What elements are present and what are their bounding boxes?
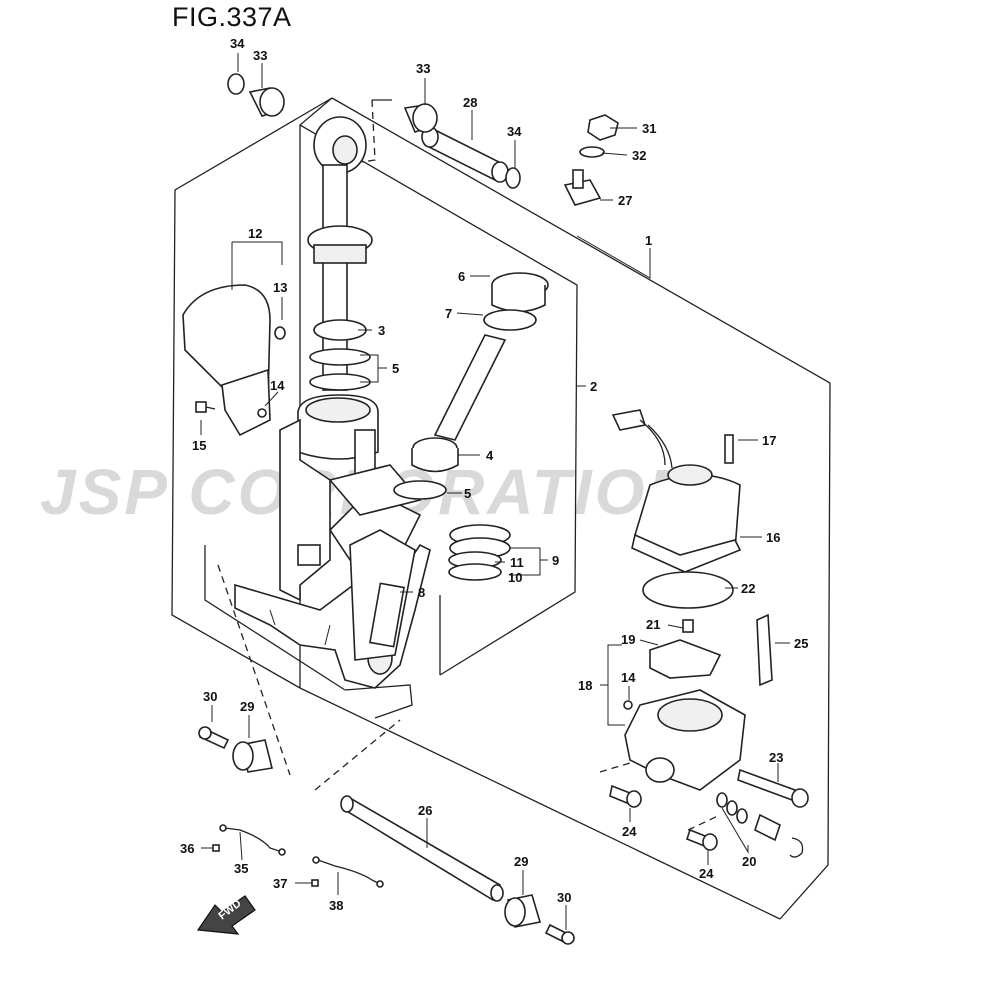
ground-wire-38 — [311, 856, 384, 888]
callout-8: 8 — [418, 585, 425, 600]
tilt-rod-cylinder — [279, 116, 379, 602]
callout-29a: 29 — [240, 699, 254, 714]
callout-26: 26 — [418, 803, 432, 818]
callout-19: 19 — [621, 632, 635, 647]
callout-labels: 34 33 33 28 34 31 32 27 1 12 13 14 15 3 … — [180, 36, 808, 913]
callout-16: 16 — [766, 530, 780, 545]
callout-37: 37 — [273, 876, 287, 891]
trim-piston-rod — [393, 272, 549, 500]
callout-36: 36 — [180, 841, 194, 856]
bolt-24-lower — [686, 828, 718, 851]
callout-24b: 24 — [699, 866, 714, 881]
callout-1: 1 — [645, 233, 652, 248]
bolt-30-lower — [544, 923, 575, 945]
bushing-29-lower — [504, 894, 542, 928]
ground-wire-35 — [212, 824, 286, 856]
callout-34a: 34 — [230, 36, 245, 51]
callout-14b: 14 — [621, 670, 636, 685]
callout-31: 31 — [642, 121, 656, 136]
fwd-arrow-icon: FWD — [196, 895, 256, 935]
callout-18: 18 — [578, 678, 592, 693]
callout-25: 25 — [794, 636, 808, 651]
callout-23: 23 — [769, 750, 783, 765]
callout-34b: 34 — [507, 124, 522, 139]
bolt-23 — [737, 768, 809, 808]
callout-24a: 24 — [622, 824, 637, 839]
anode-27 — [563, 114, 619, 206]
cover-12 — [182, 284, 286, 437]
bushing-33-left — [248, 87, 285, 117]
callout-30a: 30 — [203, 689, 217, 704]
callout-15: 15 — [192, 438, 206, 453]
bushing-29-upper — [232, 739, 273, 773]
callout-29b: 29 — [514, 854, 528, 869]
washer-34 — [227, 73, 521, 189]
callout-20: 20 — [742, 854, 756, 869]
callout-21: 21 — [646, 617, 660, 632]
callout-28: 28 — [463, 95, 477, 110]
bolt-24-upper — [609, 784, 642, 808]
callout-35: 35 — [234, 861, 248, 876]
callout-14a: 14 — [270, 378, 285, 393]
assembly-outline-2 — [204, 124, 578, 719]
callout-7: 7 — [445, 306, 452, 321]
callout-22: 22 — [741, 581, 755, 596]
callout-38: 38 — [329, 898, 343, 913]
callout-6: 6 — [458, 269, 465, 284]
tilt-pin-28 — [421, 126, 509, 183]
callout-32: 32 — [632, 148, 646, 163]
callout-30b: 30 — [557, 890, 571, 905]
callout-4: 4 — [486, 448, 494, 463]
callout-9: 9 — [552, 553, 559, 568]
pin-26 — [340, 795, 504, 902]
callout-33a: 33 — [253, 48, 267, 63]
callout-27: 27 — [618, 193, 632, 208]
callout-10: 10 — [508, 570, 522, 585]
bracket-25 — [756, 613, 773, 687]
leader-lines — [200, 53, 790, 930]
callout-13: 13 — [273, 280, 287, 295]
trim-motor-16 — [611, 409, 742, 609]
bushing-33-right — [403, 103, 438, 134]
callout-33b: 33 — [416, 61, 430, 76]
callout-5b: 5 — [464, 486, 471, 501]
callout-17: 17 — [762, 433, 776, 448]
figure-title: FIG.337A — [172, 2, 292, 32]
callout-11: 11 — [510, 555, 524, 570]
callout-12: 12 — [248, 226, 262, 241]
seal-rings — [448, 524, 511, 581]
valve-body-18 — [623, 619, 746, 791]
relief-valve-20 — [716, 792, 804, 858]
callout-5a: 5 — [392, 361, 399, 376]
trim-cylinder-8 — [349, 529, 416, 661]
callout-2: 2 — [590, 379, 597, 394]
callout-3: 3 — [378, 323, 385, 338]
dashed-guides — [217, 99, 721, 831]
bolt-30-upper — [198, 726, 230, 750]
